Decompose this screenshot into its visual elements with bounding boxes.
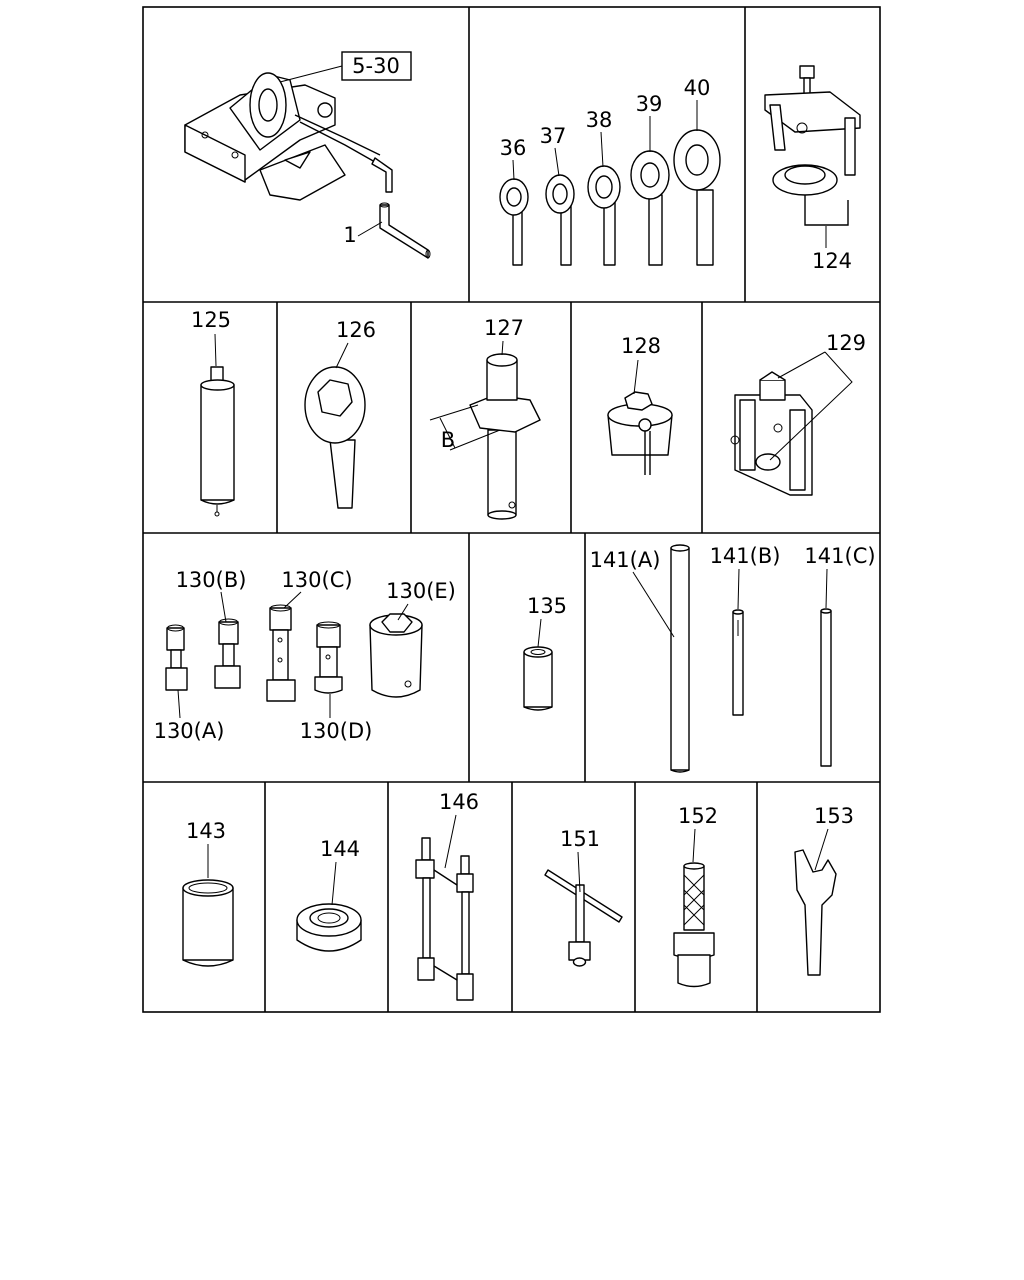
tube-wrench-130d <box>314 621 343 694</box>
label-part-144: 144 <box>320 837 360 861</box>
socket-130e <box>369 613 423 698</box>
label-part-124: 124 <box>812 249 852 273</box>
label-part-1: 1 <box>343 223 356 247</box>
label-part-141a: 141(A) <box>590 548 661 572</box>
rod-141a <box>670 544 690 773</box>
rod-141c <box>820 608 832 767</box>
dimension-label-b: B <box>441 428 455 452</box>
tube-wrench-130a <box>165 624 188 691</box>
label-part-40: 40 <box>684 76 711 100</box>
tube-wrench-130b <box>214 618 241 689</box>
label-part-127: 127 <box>484 316 524 340</box>
rod-141b <box>732 609 744 716</box>
label-part-125: 125 <box>191 308 231 332</box>
ring-wrench-39 <box>630 150 670 266</box>
sleeve-143 <box>182 879 234 967</box>
label-part-130c: 130(C) <box>281 568 352 592</box>
open-end-wrench-153 <box>794 849 837 976</box>
label-part-128: 128 <box>621 334 661 358</box>
label-part-135: 135 <box>527 594 567 618</box>
label-part-153: 153 <box>814 804 854 828</box>
label-part-143: 143 <box>186 819 226 843</box>
label-part-146: 146 <box>439 790 479 814</box>
label-part-141c: 141(C) <box>804 544 875 568</box>
label-part-38: 38 <box>586 108 613 132</box>
label-part-152: 152 <box>678 804 718 828</box>
ref-box-5-30: 5-30 <box>279 51 412 83</box>
ring-wrench-36 <box>499 178 529 266</box>
ring-wrench-38 <box>587 165 621 266</box>
sleeve-135 <box>523 646 553 711</box>
socket-tool-127 <box>429 353 541 520</box>
label-part-129: 129 <box>826 331 866 355</box>
knurled-tool-152 <box>673 862 715 988</box>
cylinder-tool-125 <box>200 366 235 517</box>
bearing-puller-129 <box>730 371 813 496</box>
tire-hoist-assembly <box>184 72 393 201</box>
label-part-130b: 130(B) <box>176 568 247 592</box>
tube-wrench-130c <box>266 604 296 702</box>
label-part-151: 151 <box>560 827 600 851</box>
puller-cap-128 <box>607 391 673 475</box>
label-part-130a: 130(A) <box>154 719 225 743</box>
label-part-39: 39 <box>636 92 663 116</box>
hoist-handle <box>379 202 431 259</box>
t-handle-tool-151 <box>544 869 623 967</box>
ring-wrench-37 <box>545 174 575 266</box>
label-part-126: 126 <box>336 318 376 342</box>
label-part-37: 37 <box>540 124 567 148</box>
box-wrench-126 <box>304 366 366 509</box>
ring-wrench-40 <box>673 129 721 266</box>
label-part-36: 36 <box>500 136 527 160</box>
puller-124 <box>764 65 861 226</box>
ref-box-label: 5-30 <box>352 54 400 78</box>
ring-tool-144 <box>296 903 362 952</box>
grid-frame <box>142 6 881 1013</box>
label-part-130d: 130(D) <box>300 719 373 743</box>
label-part-141b: 141(B) <box>710 544 781 568</box>
label-part-130e: 130(E) <box>386 579 456 603</box>
puller-bolt-146 <box>415 837 474 1001</box>
